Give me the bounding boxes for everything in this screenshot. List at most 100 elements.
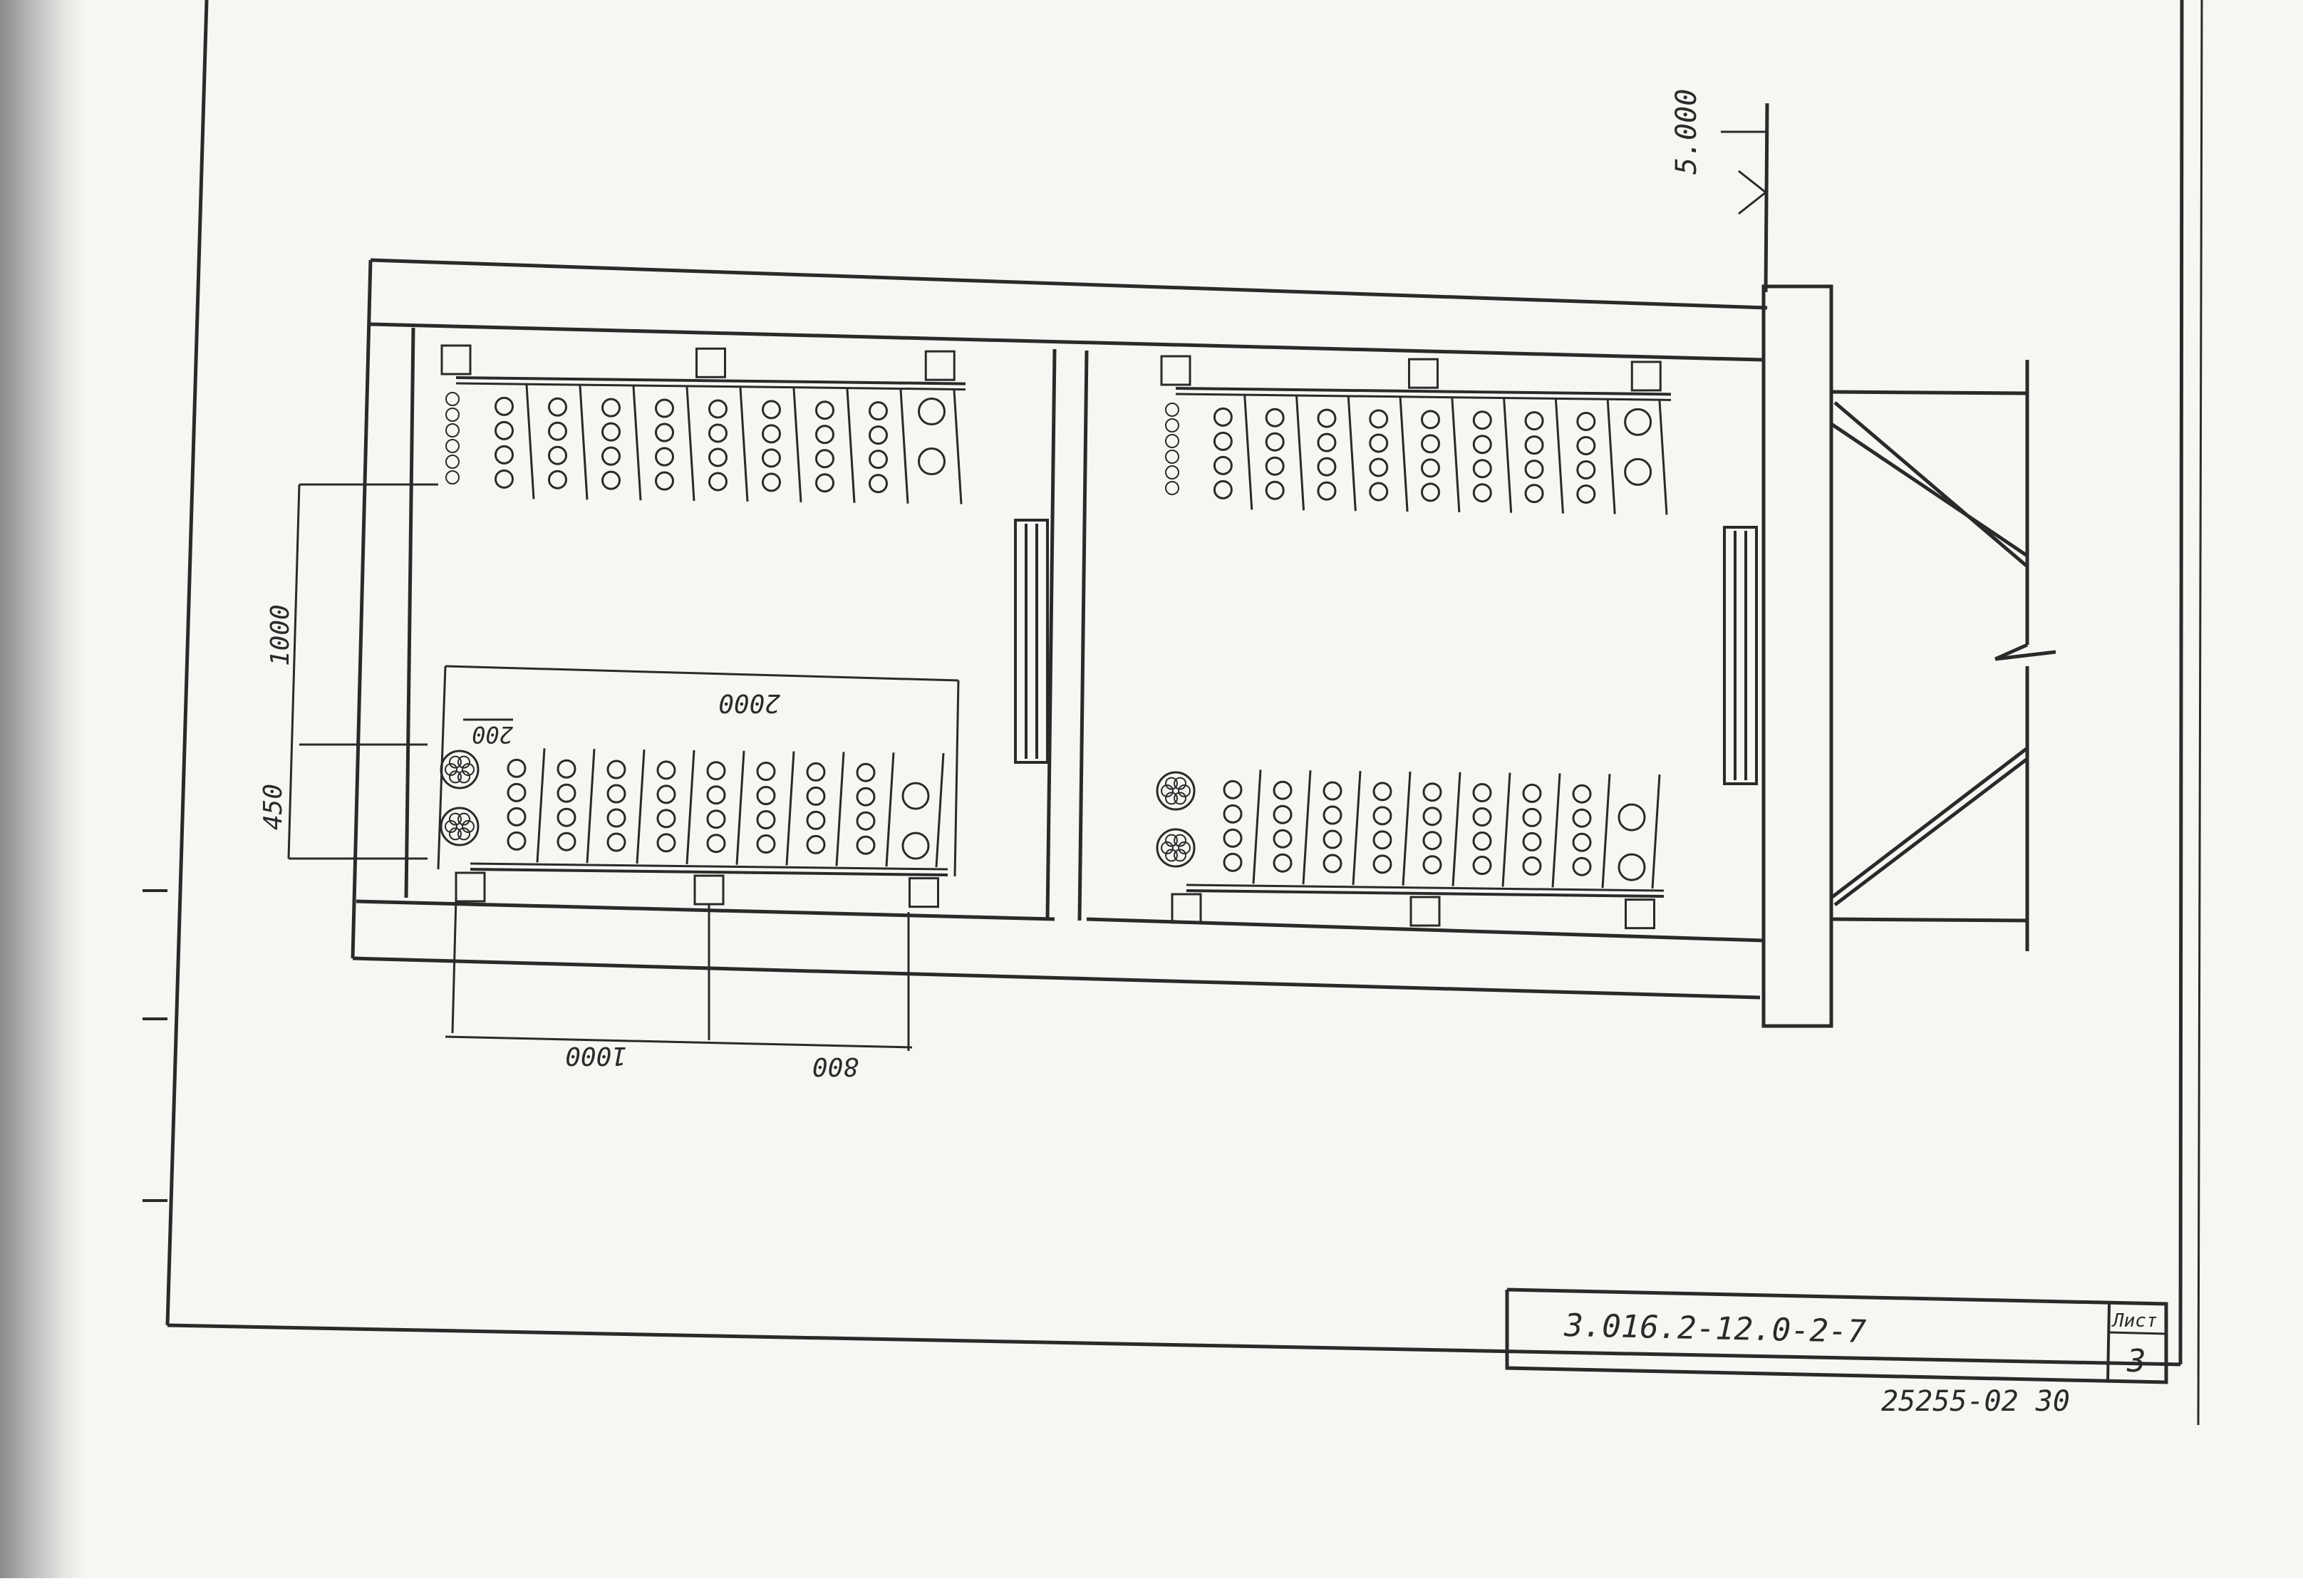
rack-lower-left-cable xyxy=(806,834,826,854)
dim-2000: 2000 xyxy=(718,688,780,717)
rack-upper-right-cable xyxy=(1624,408,1652,436)
rack-upper-left-support-block xyxy=(695,347,726,378)
dim-1000-bottom: 1000 xyxy=(565,1041,627,1070)
rack-lower-left-cable xyxy=(756,834,776,854)
rack-lower-right-power-core xyxy=(1174,834,1186,847)
rack-upper-left-cable xyxy=(918,447,946,476)
rack-lower-right-power-core xyxy=(1178,841,1191,854)
rack-upper-left-cable xyxy=(548,470,567,489)
rack-lower-right-cable xyxy=(1472,807,1492,827)
rack-upper-right-cable xyxy=(1213,455,1233,475)
rack-lower-left-cable xyxy=(656,784,676,804)
rack-lower-right-power-cable xyxy=(1156,771,1196,811)
rack-upper-right-rail-edge xyxy=(1175,393,1672,401)
rack-lower-left-cable xyxy=(656,833,676,853)
rack-lower-left-cable xyxy=(606,760,626,779)
rack-lower-right-cable xyxy=(1522,856,1542,876)
rack-lower-left-cable xyxy=(507,782,527,802)
rack-upper-right-small-cable xyxy=(1165,403,1179,417)
dim-450: 450 xyxy=(259,784,288,830)
rack-lower-left-cable xyxy=(656,760,676,780)
rack-upper-left-rail xyxy=(455,376,966,385)
rack-lower-right-bracket xyxy=(1302,770,1312,885)
rack-lower-left-bracket xyxy=(636,749,646,864)
rack-upper-left-bracket xyxy=(739,387,749,502)
rack-upper-left-cable xyxy=(762,472,781,492)
rack-lower-right-bracket xyxy=(1501,772,1511,887)
rack-upper-left-small-cable xyxy=(445,439,460,453)
rack-lower-right-bracket xyxy=(1252,770,1262,884)
rack-upper-left-cable xyxy=(655,471,674,491)
rack-lower-right-cable xyxy=(1422,807,1442,826)
rack-lower-right-rail xyxy=(1186,889,1665,898)
rack-upper-right-cable xyxy=(1421,410,1440,430)
rack-upper-left-cable xyxy=(762,448,781,468)
rack-upper-right-cable xyxy=(1265,456,1285,476)
rack-upper-right-bracket xyxy=(1658,400,1668,515)
rack-upper-left-cable xyxy=(708,423,728,443)
rack-lower-left-cable xyxy=(901,831,930,860)
rack-lower-right-cable xyxy=(1273,780,1293,800)
rack-upper-right-cable xyxy=(1576,411,1596,431)
rack-lower-right-cable xyxy=(1223,828,1243,848)
archive-number: 25255-02 30 xyxy=(1881,1385,2070,1418)
rack-upper-left-rail-edge xyxy=(455,382,966,391)
rack-lower-right-cable xyxy=(1223,779,1243,799)
rack-lower-left-cable xyxy=(856,787,876,807)
cable-racks xyxy=(440,344,1672,930)
rack-lower-left-bracket xyxy=(835,752,845,866)
rack-lower-right-cable xyxy=(1618,803,1646,831)
rack-upper-right-cable xyxy=(1421,458,1440,478)
rack-lower-left-power-cable xyxy=(440,750,480,789)
rack-lower-right-power-core xyxy=(1174,792,1186,805)
rack-lower-right-cable xyxy=(1323,781,1342,801)
rack-upper-right-cable xyxy=(1213,407,1233,427)
rack-lower-left-power-core xyxy=(449,770,462,784)
rack-upper-right-cable xyxy=(1524,411,1544,431)
rack-lower-right-rail-edge xyxy=(1186,884,1665,892)
rack-lower-right-cable xyxy=(1572,784,1592,804)
rack-lower-left-cable xyxy=(606,784,626,804)
sheet-label: Лист xyxy=(2111,1310,2158,1332)
dim-1000-vertical: 1000 xyxy=(266,604,295,666)
rack-upper-right-support-block xyxy=(1630,361,1662,392)
rack-upper-right-cable xyxy=(1472,410,1492,430)
rack-upper-left-cable xyxy=(655,447,674,467)
rack-upper-left-support-block xyxy=(440,344,472,375)
rack-lower-right-power-core xyxy=(1165,834,1178,847)
rack-lower-left-bracket xyxy=(935,752,945,868)
rack-upper-left-cable xyxy=(708,472,728,492)
rack-lower-left-rail-edge xyxy=(470,862,948,871)
rack-lower-left-cable xyxy=(507,807,527,826)
rack-upper-right-cable xyxy=(1421,434,1440,454)
rack-lower-left-bracket xyxy=(885,752,895,867)
rack-lower-right-cable xyxy=(1422,855,1442,875)
rack-lower-right-power-core xyxy=(1165,792,1178,805)
rack-upper-left-cable xyxy=(601,422,621,442)
scan-shadow xyxy=(0,0,86,1596)
rack-upper-right-bracket xyxy=(1295,396,1305,511)
rack-lower-left-power-core xyxy=(449,755,462,769)
rack-upper-right-cable xyxy=(1369,482,1389,502)
rack-upper-right-cable xyxy=(1524,435,1544,455)
rack-upper-left-cable xyxy=(762,424,781,444)
rack-lower-right-cable xyxy=(1422,831,1442,851)
rack-upper-right-cable xyxy=(1576,484,1596,504)
rack-lower-right-cable xyxy=(1372,854,1392,874)
rack-upper-right-cable xyxy=(1317,432,1337,452)
rack-upper-right-cable xyxy=(1317,457,1337,477)
rack-lower-right-cable xyxy=(1522,783,1542,803)
rack-lower-right-bracket xyxy=(1352,770,1362,886)
sheet-frame xyxy=(143,0,2203,1426)
rack-lower-right-cable xyxy=(1273,853,1293,873)
rack-lower-right-power-core xyxy=(1165,777,1178,790)
dimension-lines xyxy=(287,483,960,1051)
rack-upper-left-bracket xyxy=(899,389,909,504)
rack-lower-right-cable xyxy=(1472,783,1492,803)
rack-lower-right-power-cable xyxy=(1156,828,1196,868)
rack-upper-left-cable xyxy=(548,445,567,465)
rack-lower-left-cable xyxy=(557,807,576,827)
rack-upper-right-rail xyxy=(1175,387,1672,396)
rack-lower-left-cable xyxy=(507,758,527,778)
rack-lower-right-bracket xyxy=(1601,774,1611,888)
